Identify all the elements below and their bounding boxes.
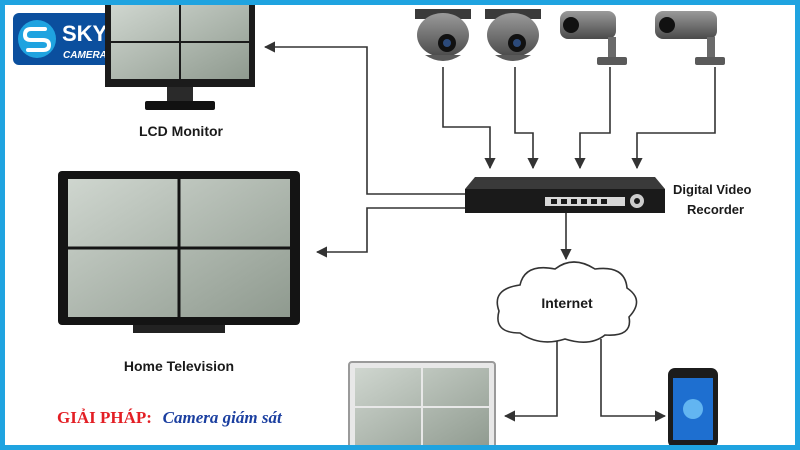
lcd-monitor	[105, 5, 255, 110]
dvr-label-line1: Digital Video	[673, 182, 752, 197]
cloud-icon	[496, 261, 638, 343]
internet-to-remote-arrows	[503, 339, 667, 422]
logo-s-icon	[18, 20, 56, 58]
smartphone	[668, 368, 718, 445]
tv-stand	[133, 325, 225, 333]
dome-camera-icon	[415, 9, 471, 61]
dome-camera-icon	[485, 9, 541, 61]
lcd-monitor-label: LCD Monitor	[139, 123, 224, 139]
bullet-camera-icon	[560, 11, 627, 65]
caption-prefix: GIẢI PHÁP:	[57, 408, 152, 427]
camera-to-dvr-arrows	[442, 67, 716, 170]
lcd-monitor-base	[145, 101, 215, 110]
lcd-monitor-stand	[167, 87, 193, 103]
solution-caption: GIẢI PHÁP: Camera giám sát	[57, 408, 283, 427]
home-television	[58, 171, 300, 333]
remote-monitor	[348, 361, 496, 445]
dvr-device	[465, 177, 665, 213]
dvr-to-display-arrows	[263, 41, 572, 261]
bullet-camera-icon	[655, 11, 725, 65]
dvr-label-line2: Recorder	[687, 202, 744, 217]
cctv-system-diagram: SKYTECH CAMERA24H.NET.VN LCD Monitor	[13, 5, 752, 445]
internet-label: Internet	[541, 295, 593, 311]
caption-title: Camera giám sát	[163, 408, 283, 427]
home-television-label: Home Television	[124, 358, 234, 374]
